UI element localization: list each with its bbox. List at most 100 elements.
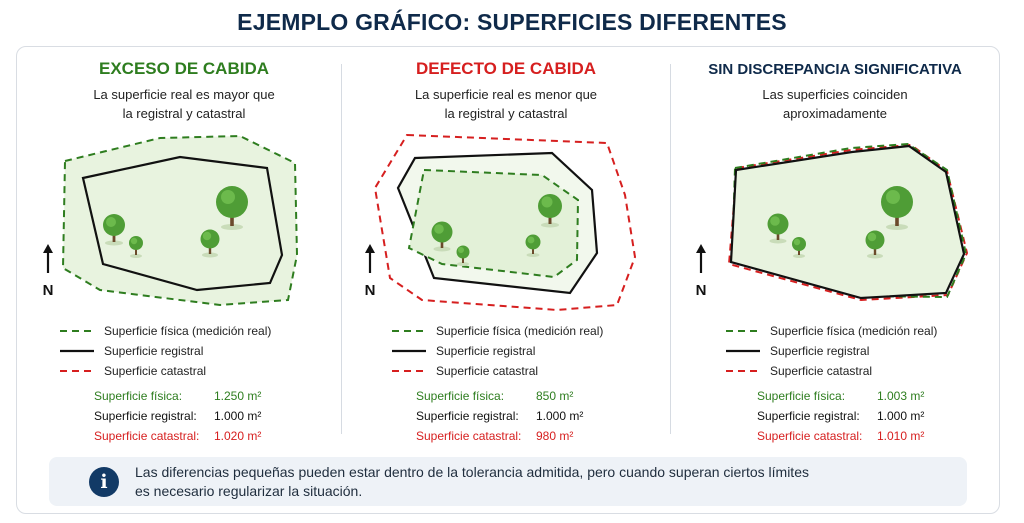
dashed-green-line-icon — [392, 330, 426, 332]
tree-icon — [216, 186, 248, 230]
value-number: 980 m² — [536, 429, 574, 443]
north-arrow-icon — [696, 244, 706, 273]
surface-values: Superficie física: 1.250 m² Superficie r… — [94, 386, 334, 446]
registral-boundary — [81, 155, 284, 292]
legend-item-fisica: Superficie física (medición real) — [726, 321, 1006, 341]
tree-icon — [767, 213, 789, 244]
parcel-diagram — [727, 142, 969, 302]
solid-black-line-icon — [726, 349, 760, 353]
value-number: 1.010 m² — [877, 429, 925, 443]
value-row-registral: Superficie registral: 1.000 m² — [757, 406, 997, 426]
legend: Superficie física (medición real) Superf… — [392, 321, 672, 381]
value-number: 850 m² — [536, 389, 574, 403]
legend-item-fisica: Superficie física (medición real) — [60, 321, 340, 341]
legend-item-registral: Superficie registral — [392, 341, 672, 361]
tree-icon — [792, 237, 806, 258]
tree-icon — [881, 186, 913, 230]
north-label: N — [364, 282, 376, 299]
north-indicator: N — [38, 244, 58, 299]
subtitle-line: La superficie real es mayor que — [93, 87, 275, 102]
subtitle-line: Las superficies coinciden — [762, 87, 908, 102]
info-line: Las diferencias pequeñas pueden estar de… — [135, 464, 809, 480]
value-label: Superficie física: — [757, 389, 846, 403]
tree-icon — [200, 229, 220, 258]
tree-icon — [525, 234, 541, 257]
catastral-boundary — [727, 143, 969, 302]
value-row-catastral: Superficie catastral: 1.010 m² — [757, 426, 997, 446]
legend-item-fisica: Superficie física (medición real) — [392, 321, 672, 341]
value-label: Superficie física: — [94, 389, 183, 403]
page-title: EJEMPLO GRÁFICO: SUPERFICIES DIFERENTES — [237, 9, 787, 35]
value-number: 1.000 m² — [536, 409, 584, 423]
panel-sin-discrepancia: SIN DISCREPANCIA SIGNIFICATIVA Las super… — [671, 46, 999, 446]
tree-icon — [456, 245, 470, 266]
value-label: Superficie catastral: — [757, 429, 863, 443]
panel-divider — [341, 64, 342, 434]
surface-values: Superficie física: 850 m² Superficie reg… — [416, 386, 656, 446]
parcel-diagram — [373, 133, 637, 312]
panel-exceso: EXCESO DE CABIDA La superficie real es m… — [20, 46, 348, 446]
legend-label: Superficie física (medición real) — [104, 324, 272, 338]
panel-subtitle: La superficie real es menor que la regis… — [342, 85, 670, 123]
legend-item-registral: Superficie registral — [726, 341, 1006, 361]
info-icon: i — [89, 467, 119, 497]
legend-label: Superficie registral — [436, 344, 536, 358]
legend-item-catastral: Superficie catastral — [60, 361, 340, 381]
fisica-boundary — [61, 134, 299, 307]
tree-icon — [865, 230, 885, 259]
subtitle-line: La superficie real es menor que — [414, 87, 598, 102]
value-label: Superficie registral: — [416, 409, 519, 423]
value-label: Superficie catastral: — [94, 429, 200, 443]
legend-item-registral: Superficie registral — [60, 341, 340, 361]
subtitle-line: la registral y catastral — [444, 106, 568, 121]
parcel-diagram — [61, 134, 299, 307]
tree-icon — [538, 194, 562, 228]
catastral-boundary — [373, 133, 637, 312]
legend-label: Superficie catastral — [104, 364, 207, 378]
legend-label: Superficie física (medición real) — [436, 324, 604, 338]
tree-icon — [129, 236, 143, 258]
panel-title: DEFECTO DE CABIDA — [415, 59, 597, 78]
surface-values: Superficie física: 1.003 m² Superficie r… — [757, 386, 997, 446]
fisica-boundary — [407, 168, 580, 279]
info-text: Las diferencias pequeñas pueden estar de… — [135, 463, 895, 501]
value-row-registral: Superficie registral: 1.000 m² — [94, 406, 334, 426]
legend-label: Superficie registral — [770, 344, 870, 358]
registral-boundary — [729, 144, 966, 300]
value-row-fisica: Superficie física: 850 m² — [416, 386, 656, 406]
legend-label: Superficie catastral — [436, 364, 539, 378]
tree-icon — [103, 214, 125, 246]
dashed-green-line-icon — [726, 330, 760, 332]
legend-label: Superficie registral — [104, 344, 204, 358]
panel-subtitle: La superficie real es mayor que la regis… — [20, 85, 348, 123]
solid-black-line-icon — [392, 349, 426, 353]
value-number: 1.020 m² — [214, 429, 262, 443]
value-label: Superficie catastral: — [416, 429, 522, 443]
north-arrow-icon — [365, 244, 375, 273]
north-arrow-icon — [43, 244, 53, 273]
value-label: Superficie física: — [416, 389, 505, 403]
north-label: N — [42, 282, 54, 299]
legend: Superficie física (medición real) Superf… — [60, 321, 340, 381]
value-number: 1.003 m² — [877, 389, 925, 403]
value-number: 1.000 m² — [877, 409, 925, 423]
value-row-catastral: Superficie catastral: 980 m² — [416, 426, 656, 446]
solid-black-line-icon — [60, 349, 94, 353]
north-label: N — [695, 282, 707, 299]
value-row-fisica: Superficie física: 1.250 m² — [94, 386, 334, 406]
info-banner: i Las diferencias pequeñas pueden estar … — [49, 457, 967, 506]
legend-label: Superficie catastral — [770, 364, 873, 378]
value-row-registral: Superficie registral: 1.000 m² — [416, 406, 656, 426]
value-row-fisica: Superficie física: 1.003 m² — [757, 386, 997, 406]
info-line: es necesario regularizar la situación. — [135, 483, 363, 499]
tree-icon — [431, 221, 453, 252]
panel-title: EXCESO DE CABIDA — [98, 59, 270, 78]
subtitle-line: aproximadamente — [782, 106, 888, 121]
panel-defecto: DEFECTO DE CABIDA La superficie real es … — [342, 46, 670, 446]
panel-subtitle: Las superficies coinciden aproximadament… — [671, 85, 999, 123]
dashed-red-line-icon — [60, 370, 94, 372]
legend: Superficie física (medición real) Superf… — [726, 321, 1006, 381]
legend-item-catastral: Superficie catastral — [726, 361, 1006, 381]
legend-label: Superficie física (medición real) — [770, 324, 938, 338]
dashed-red-line-icon — [726, 370, 760, 372]
